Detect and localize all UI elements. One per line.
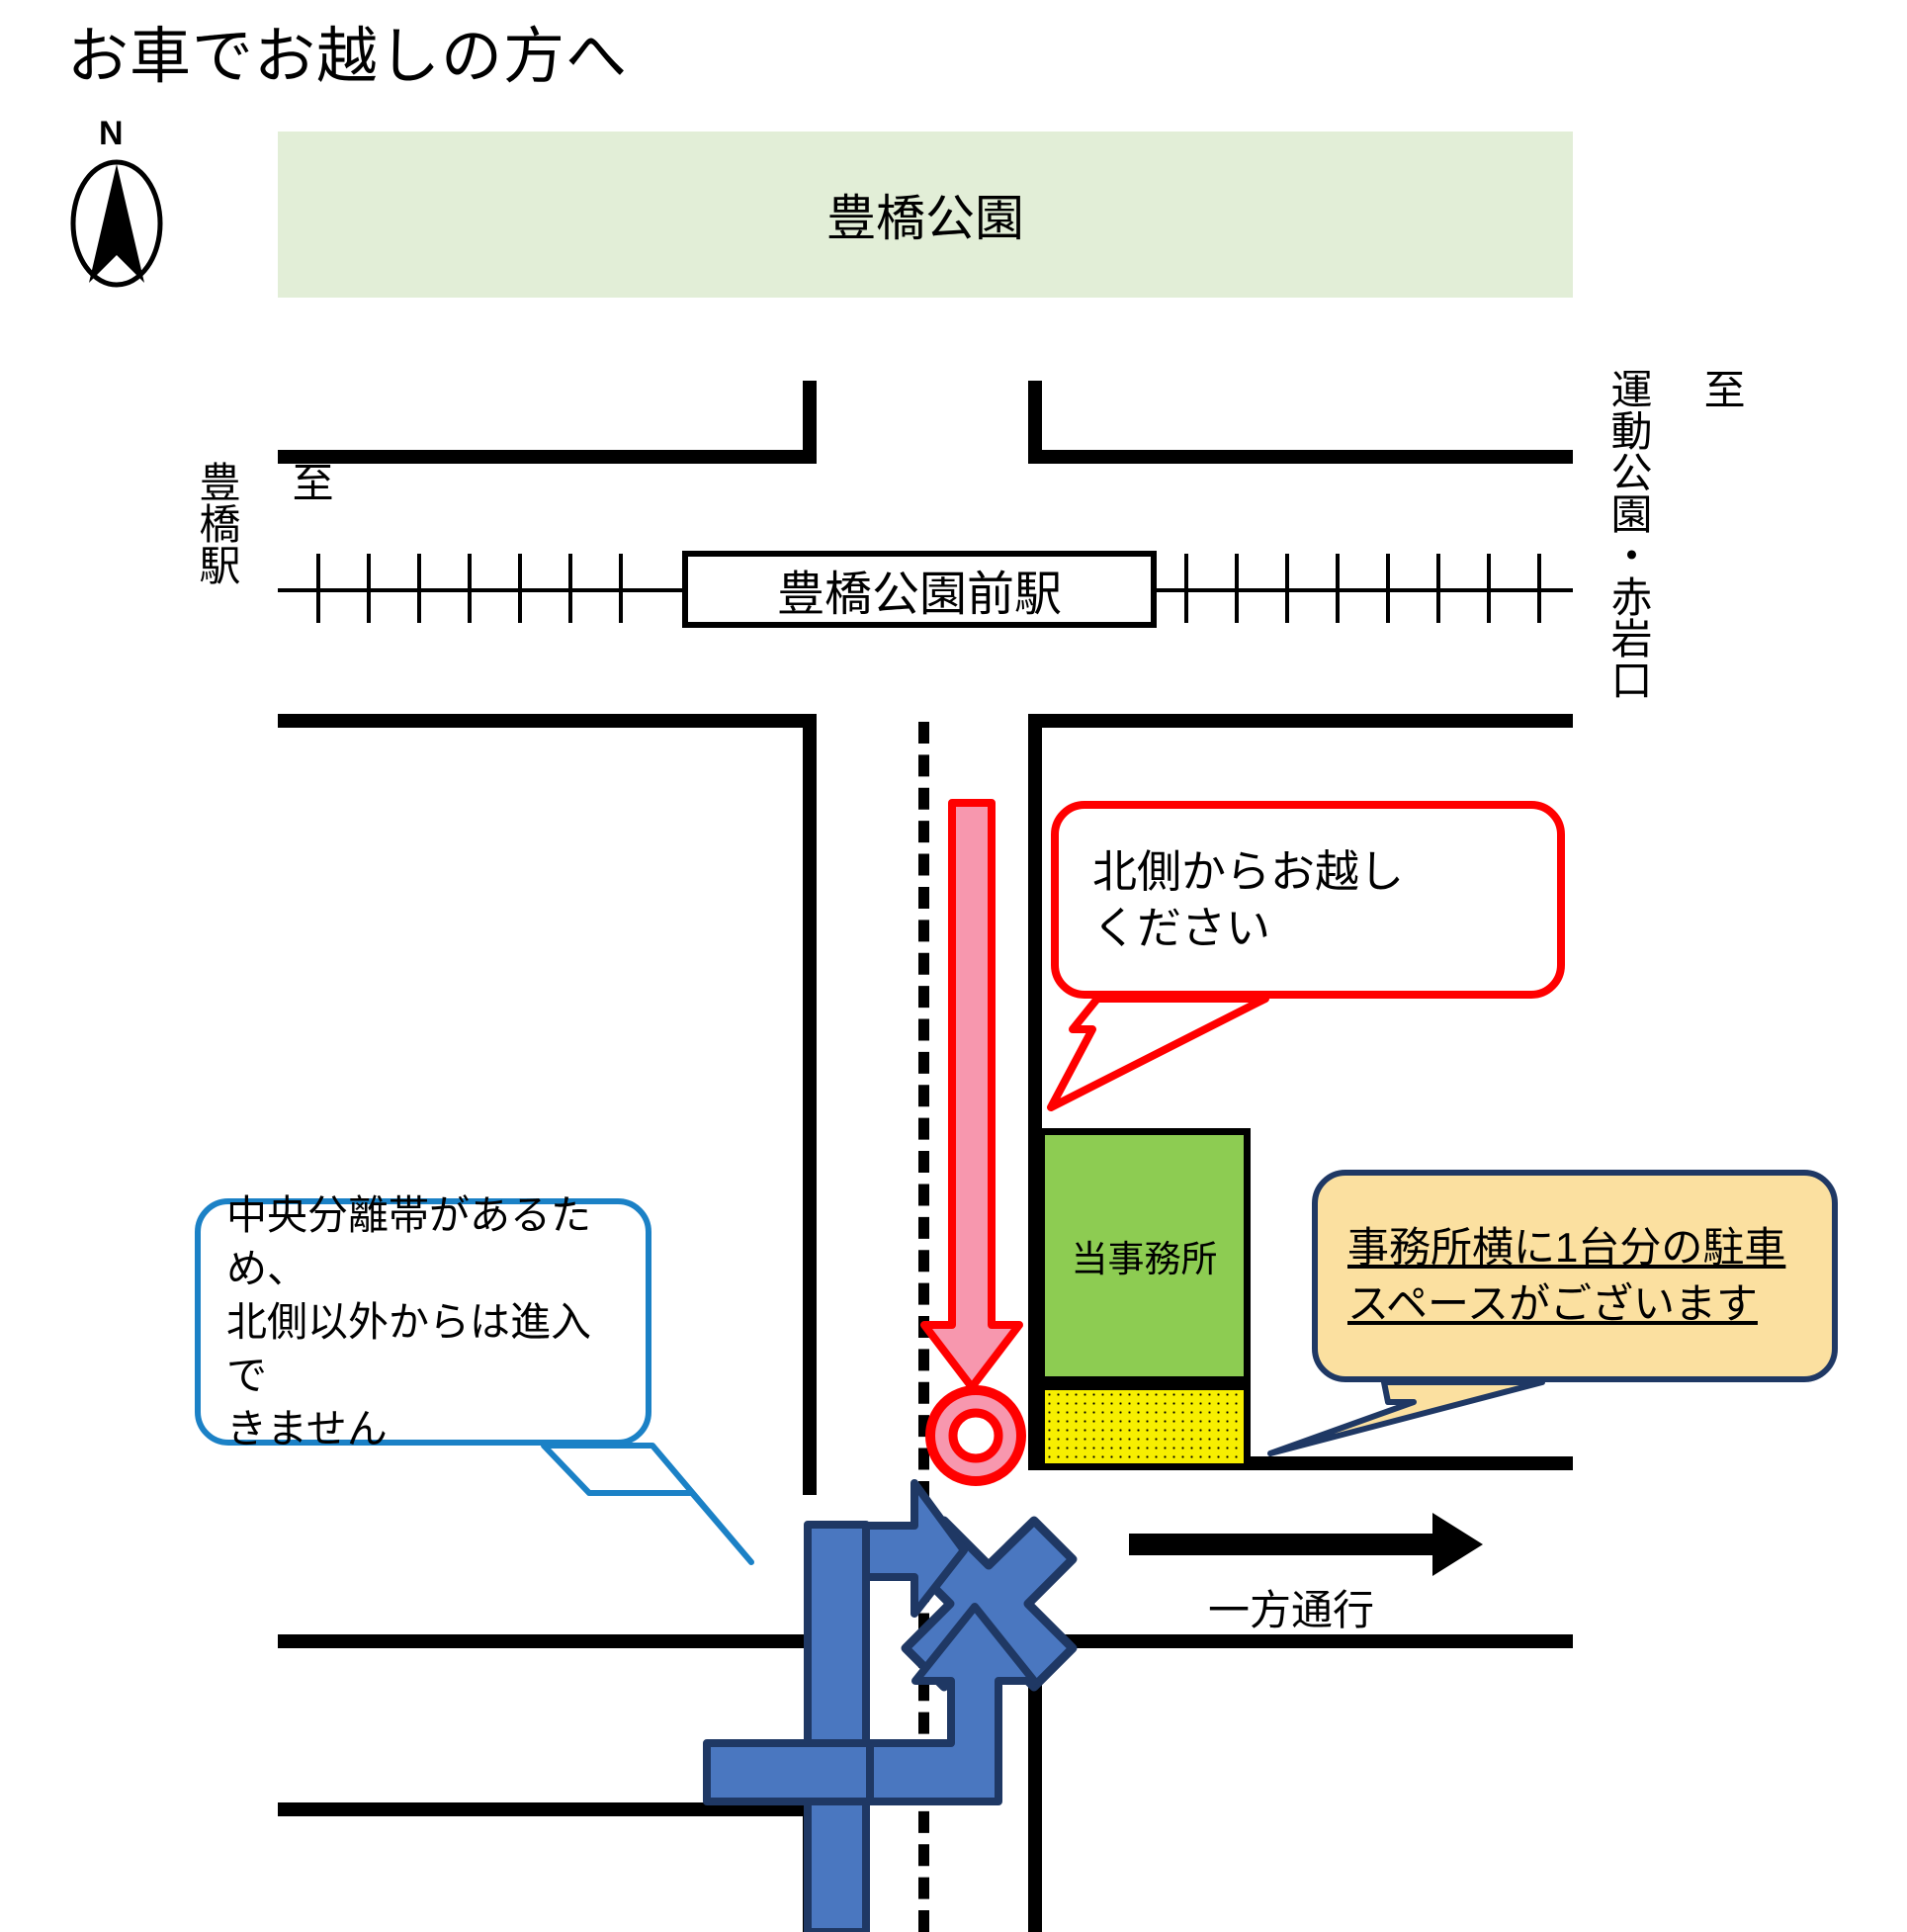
one-way-arrow-icon [1129,1513,1483,1576]
callout-north-entry-line2: ください [1092,903,1271,953]
callout-median-warning-line1: 中央分離帯があるため、 [226,1191,591,1291]
road-upper-north-edge-west [278,450,817,464]
road-main-south-edge-east [1028,714,1573,728]
road-upper-north-edge-east [1028,450,1573,464]
blue-x-mark-icon [901,1516,1078,1692]
railway-tie [1235,554,1239,623]
office-building: 当事務所 [1038,1128,1251,1383]
direction-label-right: 至 運動公園・赤岩口 [1605,368,1746,700]
road-ns-west-edge-upper [803,714,817,1495]
office-label: 当事務所 [1071,1239,1218,1279]
orange-callout-tail [1267,1379,1545,1456]
callout-median-warning-line3: きません [226,1406,388,1452]
railway-line-east [1157,588,1573,592]
railway-tie [568,554,572,623]
red-callout-tail [1047,995,1269,1111]
center-median-dashed-line [918,722,929,1932]
direction-label-left: 至 豊橋駅 [194,461,334,585]
station-name-label: 豊橋公園前駅 [776,569,1062,621]
callout-parking-note-line1: 事務所横に1台分の駐車 [1347,1223,1786,1271]
road-side-street-west-stub [803,381,817,464]
railway-tie [367,554,371,623]
road-side-street-east-stub [1028,381,1042,464]
callout-north-entry: 北側からお越し ください [1051,801,1565,999]
railway-tie [1436,554,1440,623]
railway-tie [1487,554,1491,623]
road-lower-cross-north-west [278,1634,817,1648]
callout-median-warning: 中央分離帯があるため、 北側以外からは進入で きません [195,1192,651,1451]
callout-parking-note-line2: スペースがございます [1347,1279,1758,1327]
road-lower-cross-north-east [1028,1634,1573,1648]
callout-parking-note: 事務所横に1台分の駐車 スペースがございます [1312,1170,1838,1382]
railway-tie [619,554,623,623]
road-lower-cross-south-west [278,1802,817,1816]
callout-north-entry-line1: 北側からお越し [1092,845,1405,897]
railway-tie [1285,554,1289,623]
station-box: 豊橋公園前駅 [682,551,1157,628]
railway-tie [417,554,421,623]
callout-median-warning-line2: 北側以外からは進入で [226,1298,591,1399]
toyohashi-park-area: 豊橋公園 [278,132,1573,298]
railway-line-west [278,588,683,592]
road-ns-east-edge-lower [1028,1648,1042,1932]
one-way-label: 一方通行 [1208,1587,1375,1633]
blue-route-arrows-icon [703,1479,1038,1932]
railway-tie [316,554,320,623]
railway-tie [1537,554,1541,623]
railway-tie [1386,554,1390,623]
railway-tie [468,554,472,623]
railway-tie [1336,554,1340,623]
road-main-south-edge-west [278,714,817,728]
park-label: 豊橋公園 [826,191,1024,246]
road-ns-west-edge-lower [803,1802,817,1932]
pink-down-arrow-icon [920,799,1023,1391]
parking-space-area [1038,1383,1251,1470]
page-title: お車でお越しの方へ [67,23,629,91]
compass-north-letter: N [99,115,124,152]
railway-tie [518,554,522,623]
pink-donut-marker-icon [925,1385,1026,1486]
compass-north-arrow-icon: N [61,115,180,307]
blue-callout-tail [541,1443,754,1565]
railway-tie [1184,554,1188,623]
